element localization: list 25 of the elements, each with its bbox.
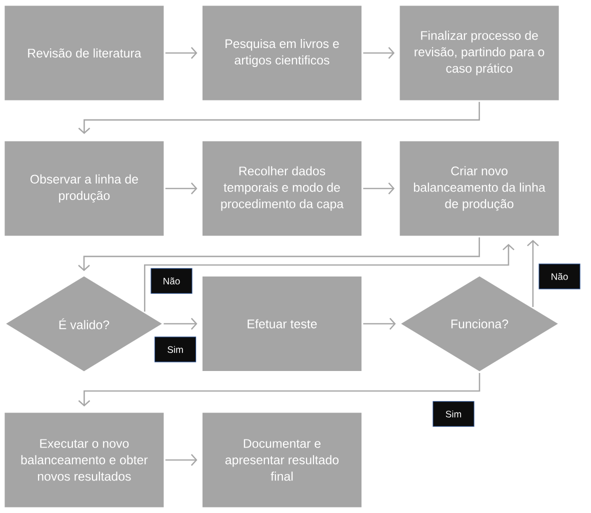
edge-label: Sim [154, 336, 196, 362]
arrow [363, 47, 395, 59]
process-box: Criar novo balanceamento da linha de produção [400, 141, 559, 236]
process-box: Recolher dados temporais e modo de procedimento da capa [202, 141, 362, 236]
process-box: Observar a linha de produção [4, 141, 164, 236]
edge-label: Não [150, 268, 192, 294]
arrow [165, 47, 198, 59]
edge-label: Não [538, 264, 580, 290]
arrow [363, 318, 396, 330]
arrow [78, 102, 480, 134]
arrow [363, 182, 395, 194]
arrow [78, 237, 480, 272]
process-box: Efetuar teste [202, 276, 362, 372]
process-box: Pesquisa em livros e artigos cientificos [202, 6, 362, 100]
arrow [527, 240, 539, 307]
arrow [78, 372, 480, 407]
edge-label: Sim [432, 401, 474, 427]
process-box: Finalizar processo de revisão, partindo para o caso prático [400, 6, 559, 100]
arrow [165, 182, 198, 194]
process-box: Revisão de literatura [4, 6, 164, 100]
arrow [164, 318, 198, 330]
process-box: Documentar e apresentar resultado final [202, 412, 362, 508]
arrow [165, 454, 198, 466]
arrow [144, 244, 514, 312]
process-box: Executar o novo balanceamento e obter novos resultados [4, 412, 164, 508]
